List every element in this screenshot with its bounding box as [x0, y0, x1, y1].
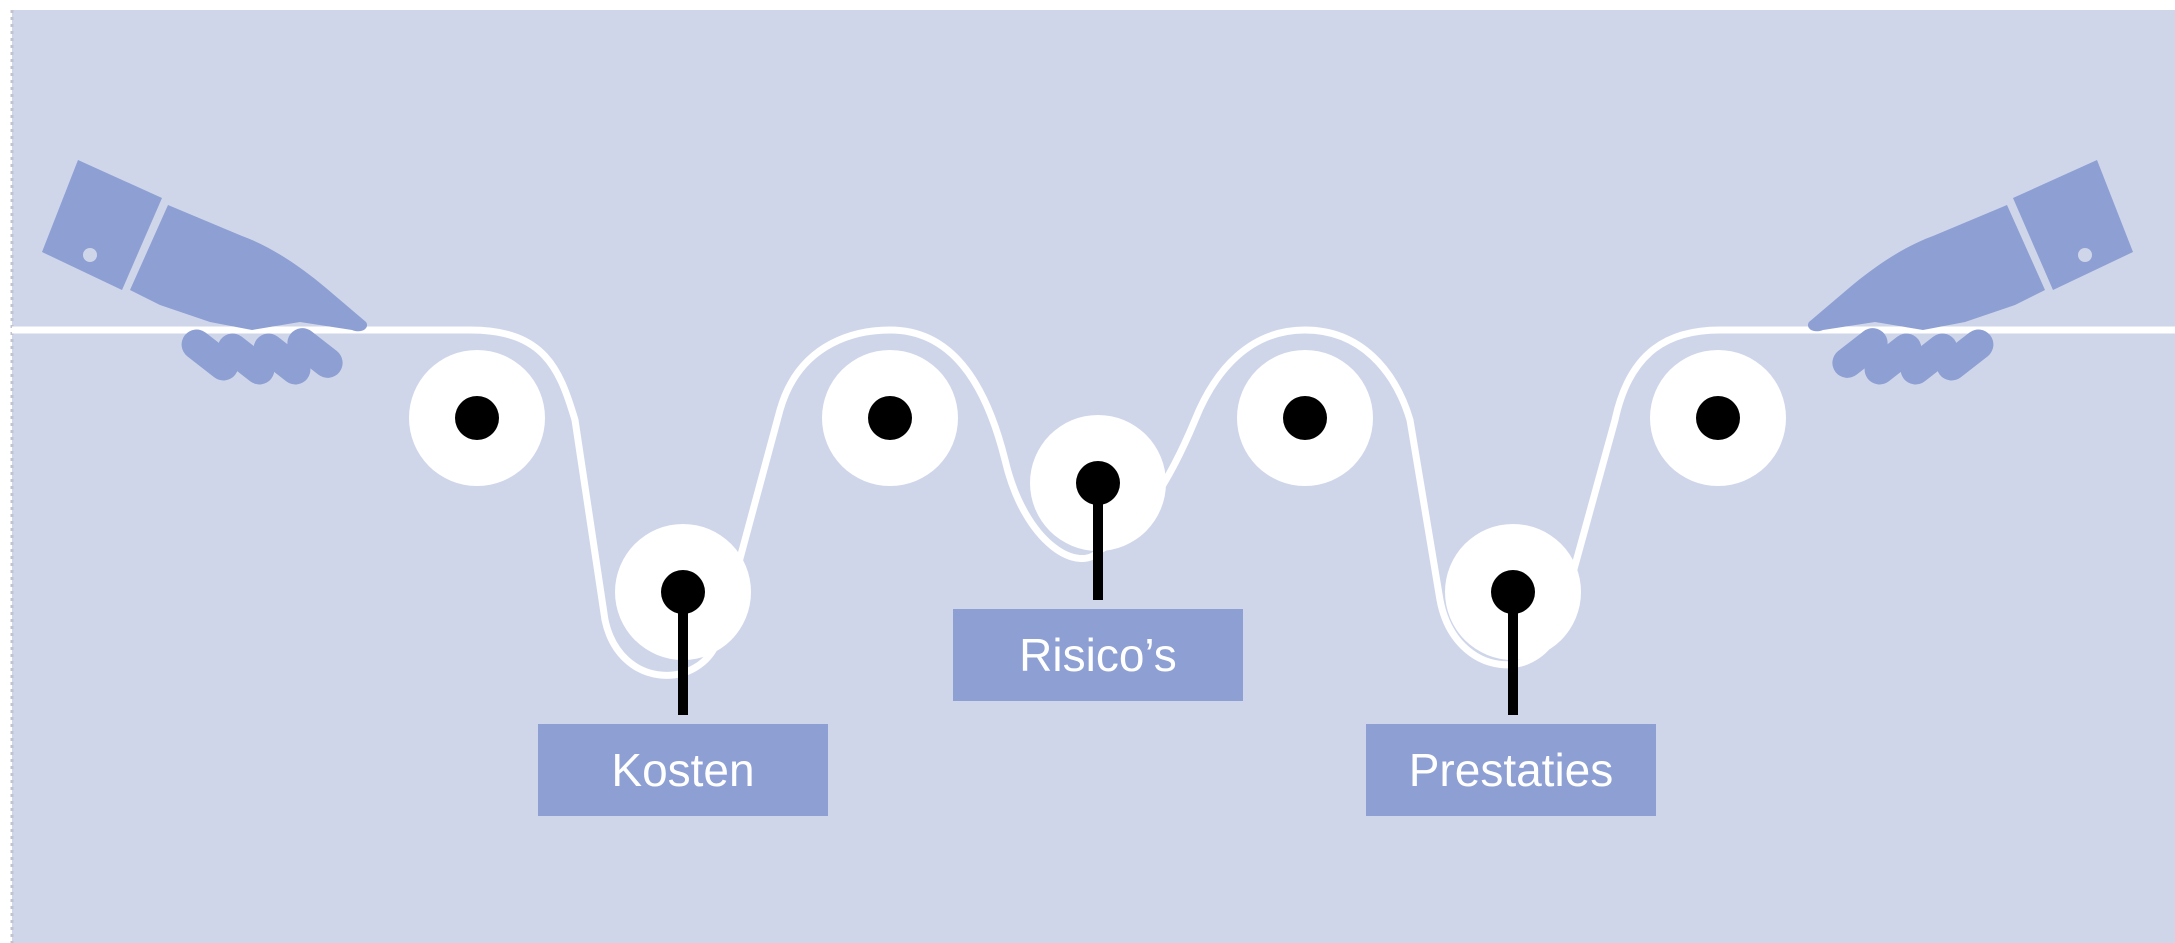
pulley-top-2	[822, 350, 958, 486]
label-performance: Prestaties	[1366, 724, 1656, 816]
label-risks-text: Risico’s	[1019, 629, 1177, 681]
label-box	[538, 724, 828, 816]
pulley-axle	[455, 396, 499, 440]
label-performance-text: Prestaties	[1409, 744, 1614, 796]
pulley-top-3	[1237, 350, 1373, 486]
pulley-axle	[1696, 396, 1740, 440]
label-costs-text: Kosten	[611, 744, 754, 796]
label-costs: Kosten	[538, 724, 828, 816]
pulley-top-4	[1650, 350, 1786, 486]
label-box	[1366, 724, 1656, 816]
hand-pulling-right-icon	[1807, 160, 2133, 385]
pulley-top-1	[409, 350, 545, 486]
pulley-axle	[868, 396, 912, 440]
label-box	[953, 609, 1243, 701]
pulley-axle	[1283, 396, 1327, 440]
hand-pulling-left-icon	[42, 160, 368, 385]
label-risks: Risico’s	[953, 609, 1243, 701]
